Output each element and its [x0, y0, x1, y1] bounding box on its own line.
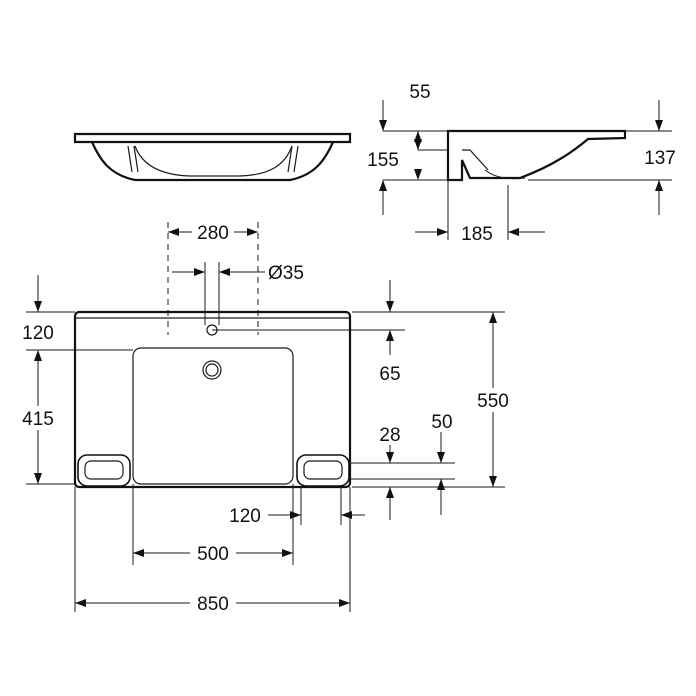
dimension-415: 415	[22, 409, 54, 430]
front-view	[73, 132, 352, 182]
dimension-labels: 55 155 137 185 280 Ø35 120 65 415 550 28…	[18, 78, 676, 616]
dimension-120-bottom: 120	[229, 506, 261, 527]
dimension-diameter-35: Ø35	[268, 263, 304, 284]
dimension-65: 65	[379, 364, 400, 385]
dimension-lines	[26, 100, 672, 612]
dimension-550: 550	[477, 391, 509, 412]
dimension-185: 185	[461, 224, 493, 245]
arrowheads	[34, 120, 663, 607]
dimension-280: 280	[197, 223, 229, 244]
dimension-850: 850	[197, 594, 229, 615]
dimension-55: 55	[409, 82, 430, 103]
dimension-155: 155	[367, 150, 399, 171]
dimension-120-top: 120	[22, 323, 54, 344]
dimension-50: 50	[431, 412, 452, 433]
dimension-28: 28	[379, 425, 400, 446]
top-view	[73, 310, 352, 489]
dimension-500: 500	[197, 544, 229, 565]
side-view	[446, 129, 627, 182]
dimension-137: 137	[644, 148, 676, 169]
